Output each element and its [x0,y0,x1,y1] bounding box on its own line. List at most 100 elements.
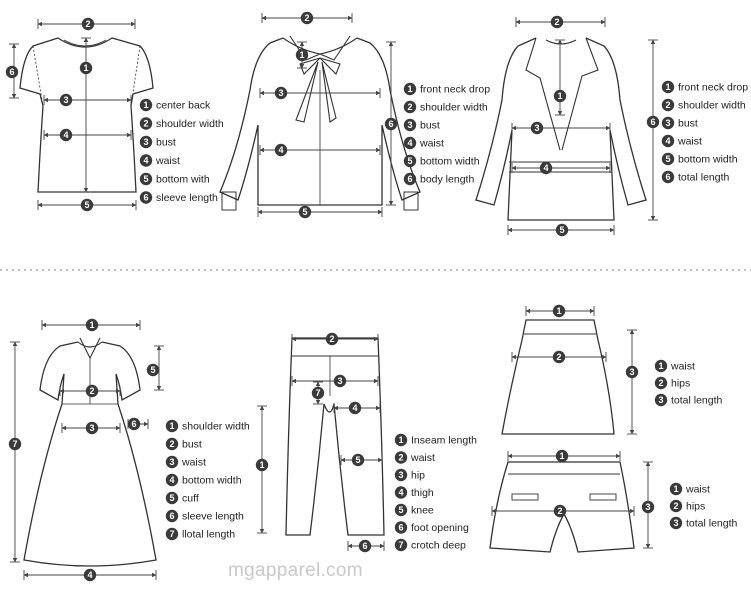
tshirt-panel [19,37,154,193]
pants-thigh-badge-number: 4 [352,403,357,413]
pants-legend-label-7: crotch deep [411,540,466,552]
dress-legend-4-badge-number: 4 [169,475,174,485]
blouse-legend-label-2: shoulder width [420,102,488,114]
dress-legend-5-badge [165,491,179,505]
pants-inseam-badge [255,458,269,472]
watermark-text: mgapparel.com [228,560,363,581]
shorts-legend-label-2: hips [686,501,705,513]
dress-legend-label-4: bottom width [182,475,242,487]
blouse-legend-1-badge-number: 1 [407,84,412,94]
pants-outline [285,337,385,536]
blouse-legend-label-1: front neck drop [420,84,490,96]
pants-legend-label-2: waist [410,452,435,464]
dress-legend-6-badge [165,509,179,523]
tshirt-legend-2-badge-number: 2 [143,119,148,129]
pants-legend-1-badge [394,433,408,447]
coat-legend-label-3: bust [678,118,698,130]
dress-legend-1-badge-number: 1 [169,421,174,431]
shorts-waist-badge-number: 1 [559,451,564,461]
dress-legend-label-2: bust [182,439,202,451]
pants-waist-badge-number: 2 [329,334,334,344]
coat-legend-4-badge [661,134,675,148]
blouse-legend-4-badge [403,136,417,150]
coat-bottom-badge [555,223,569,237]
blouse-bottom-badge [298,205,312,219]
coat-legend-2-badge [661,98,675,112]
blouse-legend-2-badge-number: 2 [407,102,412,112]
dress-legend-label-5: cuff [182,493,199,505]
tshirt-legend-5-badge-number: 5 [143,174,148,184]
coat-legend-label-2: shoulder width [678,100,746,112]
pants-knee-badge-number: 5 [355,455,360,465]
blouse-legend-6-badge-number: 6 [407,174,412,184]
pants-hip-badge [333,374,347,388]
shorts-hips-badge-number: 2 [557,506,562,516]
shorts-legend-label-1: waist [685,484,710,496]
tshirt-waist-badge [59,128,73,142]
tshirt-legend-label-5: bottom with [156,174,210,186]
tshirt-legend-1-badge [139,98,153,112]
shorts-legend-label-3: total length [686,518,738,530]
blouse-bust-badge-number: 3 [278,88,283,98]
dress-legend-1-badge [165,419,179,433]
pants-legend-4-badge-number: 4 [398,488,403,498]
blouse-bow [295,57,341,123]
skirt-legend-label-3: total length [671,395,723,407]
blouse-bust-badge [274,86,288,100]
pants-legend-3-badge [394,468,408,482]
skirt-legend-2-badge-number: 2 [658,378,663,388]
blouse-legend-1-badge [403,82,417,96]
shorts-pocket-left [511,493,539,501]
dress-panel [23,337,157,567]
blouse-front-neck-badge [295,48,309,62]
pants-foot-badge-number: 6 [362,541,367,551]
coat-legend-4-badge-number: 4 [665,136,670,146]
pants-legend-2-badge-number: 2 [398,453,403,463]
tshirt-legend-label-6: sleeve length [156,192,218,204]
dress-legend-label-1: shoulder width [182,421,250,433]
tshirt-legend-1-badge-number: 1 [143,100,148,110]
tshirt-legend-6-badge-number: 6 [143,193,148,203]
skirt-waist-badge [552,304,566,318]
blouse-legend-label-6: body length [420,174,474,186]
pants-crotch-badge-number: 7 [315,388,320,398]
shorts-legend-3-badge-number: 3 [673,518,678,528]
coat-outline [475,37,647,221]
dress-waist-badge [85,421,99,435]
skirt-legend-1-badge [654,359,668,373]
tshirt-bust-badge-number: 3 [63,95,68,105]
pants-legend-7-badge-number: 7 [398,540,403,550]
tshirt-sleeve-badge [5,65,19,79]
blouse-waist-badge-number: 4 [278,145,283,155]
blouse-legend-5-badge-number: 5 [407,156,412,166]
skirt-total-length-badge-number: 3 [629,367,634,377]
blouse-collar [282,35,358,61]
pants-legend-5-badge-number: 5 [398,505,403,515]
pants-crotch-badge [311,386,325,400]
coat-total-length-badge [646,115,660,129]
shorts-legend-1-badge-number: 1 [673,484,678,494]
blouse-body-length-badge-number: 6 [388,119,393,129]
dress-legend-7-badge [165,527,179,541]
tshirt-legend-3-badge [139,135,153,149]
blouse-bottom-badge-number: 5 [302,207,307,217]
pants-panel [285,337,385,536]
skirt-outline [501,319,615,435]
tshirt-neckline [63,39,107,47]
shorts-legend-2-badge-number: 2 [673,501,678,511]
tshirt-legend-5-badge [139,172,153,186]
pants-legend-label-1: Inseam length [411,435,477,447]
blouse-legend-2-badge [403,100,417,114]
coat-legend-6-badge [661,170,675,184]
tshirt-shoulder-badge-number: 2 [85,19,90,29]
skirt-hips-badge-number: 2 [556,352,561,362]
pants-knee-badge [351,453,365,467]
dress-legend-label-6: sleeve length [182,511,244,523]
dress-collar [77,337,103,360]
dress-legend-label-7: llotal length [182,529,235,541]
blouse-legend-4-badge-number: 4 [407,138,412,148]
pants-waist-badge [325,332,339,346]
coat-legend-3-badge [661,116,675,130]
